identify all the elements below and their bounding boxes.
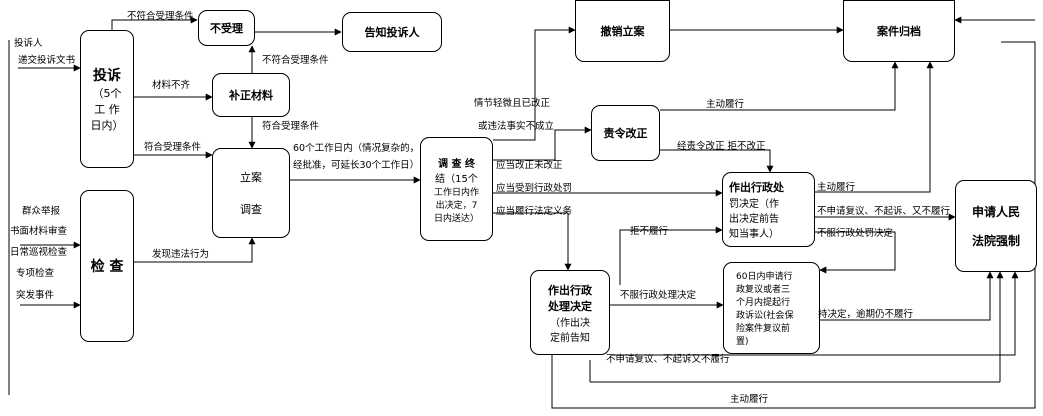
review-l4: 政诉讼(社会保 (736, 311, 794, 321)
conclusion-l3: 工作日内作 (433, 187, 479, 198)
penalty-l1: 作出行政处 (729, 181, 784, 194)
handle-l4: 定前告知 (550, 332, 590, 344)
handle-l3: （作出决 (550, 317, 590, 329)
not-accept-box: 不受理 (198, 10, 255, 46)
handle-l2: 处理决定 (548, 299, 592, 313)
should-fix-label: 应当改正未改正 (496, 160, 563, 171)
review-l6: 置) (736, 337, 749, 347)
accept-cond-label: 符合受理条件 (144, 142, 202, 153)
upheld-label: 持决定，逾期仍不履行 (818, 309, 914, 320)
handle-l1: 作出行政 (548, 283, 592, 297)
source-emergency: 突发事件 (16, 290, 55, 301)
incomplete-label: 材料不齐 (152, 80, 191, 91)
no-accept-cond-label: 不符合受理条件 (127, 11, 194, 22)
penalty-unsatisfied-label: 不服行政处罚决定 (817, 228, 894, 239)
penalty-l3: 出决定前告 (729, 214, 779, 225)
source-special: 专项检查 (16, 268, 55, 279)
sixty-days-l1: 60个工作日内（情况复杂的， (293, 143, 420, 154)
handle-decision-box: 作出行政 处理决定 （作出决 定前告知 (530, 270, 610, 355)
conclusion-l5: 日内送达） (433, 213, 479, 224)
found-violation-label: 发现违法行为 (152, 249, 210, 260)
complaint-sub-1: （5个 (92, 87, 122, 100)
submit-docs-label: 递交投诉文书 (18, 55, 76, 66)
sixty-days-l2: 经批准，可延长30个工作日） (293, 160, 420, 171)
no-accept-cond2-label: 不符合受理条件 (262, 55, 329, 66)
notify-box: 告知投诉人 (342, 12, 442, 52)
notify-label: 告知投诉人 (364, 26, 420, 39)
archive-label: 案件归档 (877, 25, 921, 38)
bottom-no-action-label: 不申请复议、不起诉又不履行 (606, 354, 730, 365)
not-accept-label: 不受理 (210, 22, 243, 35)
voluntary-penalty-label: 主动履行 (817, 182, 856, 193)
should-duty-label: 应当履行法定义务 (496, 206, 573, 217)
review-l1: 60日内申请行 (736, 272, 793, 282)
source-written: 书面材料审查 (10, 226, 68, 237)
penalty-l4: 知当事人） (729, 229, 779, 240)
bottom-voluntary-label: 主动履行 (730, 394, 769, 405)
file-label: 立案 (240, 171, 262, 184)
investigate-label: 调查 (240, 203, 262, 216)
inspect-box: 检 查 (80, 190, 134, 342)
court-box: 申请人民 法院强制 (955, 180, 1037, 272)
complaint-title: 投诉 (93, 68, 121, 84)
revoke-label: 撤销立案 (600, 25, 645, 38)
review-l3: 个月内提起行 (736, 298, 791, 308)
source-report: 群众举报 (22, 206, 61, 217)
archive-box: 案件归档 (843, 0, 955, 62)
minor-fixed-l1: 情节轻微且已改正 (474, 98, 551, 109)
handle-unsatisfied-label: 不服行政处理决定 (620, 290, 697, 301)
review-box: 60日内申请行 政复议或者三 个月内提起行 政诉讼(社会保 险案件复议前 置) (723, 262, 820, 354)
complaint-box: 投诉 （5个 工 作 日内） (80, 30, 134, 168)
voluntary-label: 主动履行 (706, 99, 745, 110)
complaint-sub-3: 日内） (90, 119, 124, 132)
penalty-l2: 罚决定（作 (729, 199, 779, 210)
order-correct-box: 责令改正 (591, 105, 660, 161)
conclusion-box: 调 查 终 结（15个 工作日内作 出决定，7 日内送达） (420, 137, 493, 241)
conclusion-l4: 出决定，7 (435, 200, 478, 211)
source-patrol: 日常巡视检查 (10, 247, 68, 258)
inspect-label: 检 查 (90, 259, 124, 275)
file-investigate-box: 立案 调查 (212, 148, 290, 238)
conclusion-l1: 调 查 终 (438, 158, 475, 170)
review-l2: 政复议或者三 (736, 285, 791, 295)
court-l1: 申请人民 (971, 205, 1020, 219)
complaint-sub-2: 工 作 (94, 103, 120, 116)
order-refuse-label: 经责令改正 拒不改正 (677, 141, 766, 152)
revoke-box: 撤销立案 (575, 0, 670, 62)
minor-fixed-l2: 或违法事实不成立 (478, 121, 555, 132)
supplement-box: 补正材料 (212, 73, 290, 117)
review-l5: 险案件复议前 (736, 324, 791, 334)
penalty-box: 作出行政处 罚决定（作 出决定前告 知当事人） (722, 172, 815, 247)
court-l2: 法院强制 (971, 234, 1020, 248)
refuse-label: 拒不履行 (630, 226, 669, 237)
order-correct-label: 责令改正 (603, 127, 648, 140)
should-penalty-label: 应当受到行政处罚 (496, 183, 573, 194)
supplement-label: 补正材料 (229, 89, 273, 102)
no-action-label: 不申请复议、不起诉、又不履行 (817, 206, 951, 217)
accept-cond2-label: 符合受理条件 (262, 121, 320, 132)
complainant-label: 投诉人 (14, 38, 43, 49)
conclusion-l2: 结（15个 (435, 173, 478, 185)
